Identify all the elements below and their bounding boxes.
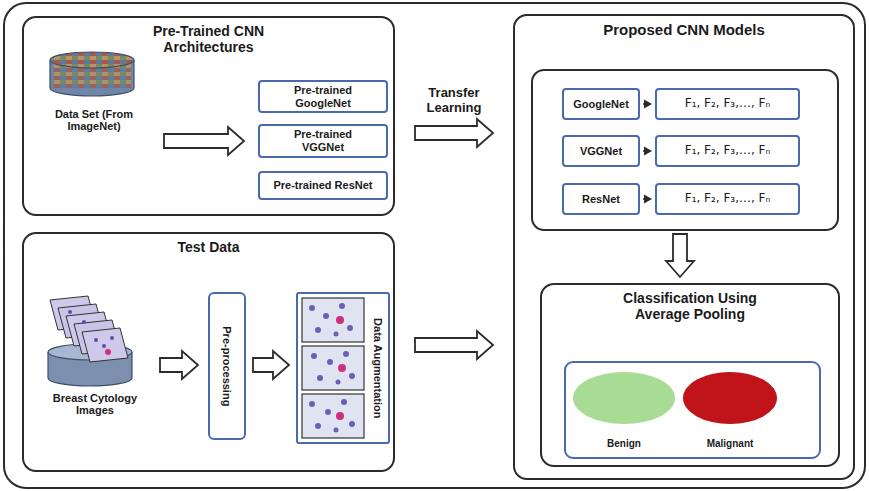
outer-frame [4, 3, 865, 488]
classifier-panel: Classification Using Average PoolingBeni… [540, 283, 840, 467]
node-label: Pre-trained GoogleNet [276, 84, 371, 109]
arrow [643, 147, 652, 156]
cytology-stack [48, 296, 132, 386]
block-arrow-shape [415, 119, 493, 147]
arrow-head [644, 147, 652, 156]
imagenet-cylinder [50, 52, 134, 96]
node-label: ResNet [582, 193, 620, 206]
node-label: Breast Cytology Images [47, 392, 143, 417]
block-arrow [164, 127, 244, 155]
ellipse-shape [680, 370, 780, 426]
class-group-frame [565, 362, 820, 458]
node-label: Malignant [707, 438, 754, 450]
arrow [643, 195, 652, 204]
feature-box: F₁, F₂, F₃,…, Fₙ [655, 135, 800, 167]
model-box: GoogleNet [562, 88, 640, 120]
node-label: Pre-trained ResNet [273, 179, 372, 192]
ellipse-fill [573, 372, 675, 424]
edge-label: Transfer Learning [414, 85, 494, 116]
node-label: Pre-processing [221, 326, 234, 406]
model-box: Pre-trained VGGNet [258, 124, 388, 158]
block-arrow [160, 351, 198, 379]
panel-heading: Classification Using Average Pooling [595, 290, 785, 322]
node-label: VGGNet [580, 145, 622, 158]
block-arrow-shape [164, 127, 244, 155]
node-label: F₁, F₂, F₃,…, Fₙ [685, 192, 771, 206]
node-label: GoogleNet [573, 98, 629, 111]
arrow-head [644, 195, 652, 204]
arrow [643, 100, 652, 109]
node-label: Data Augmentation [371, 318, 384, 418]
group-panel: Proposed CNN ModelsGoogleNetF₁, F₂, F₃,…… [513, 14, 855, 480]
class-ellipse: Malignant [680, 370, 780, 452]
node-label: F₁, F₂, F₃,…, Fₙ [685, 97, 771, 111]
block-arrow [666, 234, 694, 277]
model-box: ResNet [562, 183, 640, 215]
node-label: Data Set (From ImageNet) [38, 108, 150, 133]
model-box: VGGNet [562, 135, 640, 167]
model-box: Pre-trained ResNet [258, 171, 388, 200]
node-label: F₁, F₂, F₃,…, Fₙ [685, 144, 771, 158]
node-label: Pre-trained VGGNet [276, 128, 371, 153]
node-label: Benign [607, 438, 641, 450]
block-arrow [415, 331, 493, 359]
block-arrow-shape [415, 331, 493, 359]
process-box: Pre-processing [208, 292, 246, 440]
process-box: Data Augmentation [296, 292, 390, 444]
group-panel: Test DataBreast Cytology Images Pre-proce… [22, 232, 395, 472]
ellipse-fill [683, 372, 777, 424]
block-arrow [253, 351, 289, 379]
augmented-images [302, 298, 364, 438]
arrow-head [644, 100, 652, 109]
model-box: Pre-trained GoogleNet [258, 80, 388, 113]
model-group-frame [532, 70, 838, 230]
label-column: Data Augmentation [366, 294, 388, 442]
panel-heading: Pre-Trained CNN Architectures [129, 23, 289, 55]
ellipse-shape [570, 370, 678, 426]
dataset-icon: Breast Cytology Images [40, 290, 150, 420]
feature-box: F₁, F₂, F₃,…, Fₙ [655, 183, 800, 215]
class-ellipse: Benign [570, 370, 678, 452]
panel-heading: Test Data [178, 239, 240, 255]
panel-heading: Proposed CNN Models [603, 21, 765, 38]
group-panel: Pre-Trained CNN ArchitecturesData Set (F… [22, 16, 395, 216]
block-arrow-shape [253, 351, 289, 379]
block-arrow-shape [666, 234, 694, 277]
block-arrow [415, 119, 493, 147]
dataset-icon: Data Set (From ImageNet) [38, 48, 150, 136]
block-arrow-shape [160, 351, 198, 379]
feature-box: F₁, F₂, F₃,…, Fₙ [655, 88, 800, 120]
